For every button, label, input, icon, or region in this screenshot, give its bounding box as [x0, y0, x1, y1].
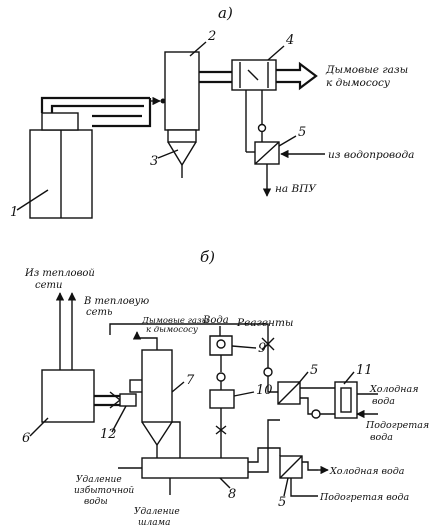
b-excess-1: Удаление — [76, 475, 122, 485]
part-a-label: а) — [218, 4, 233, 22]
b-cold-water-1: Холодная — [369, 384, 418, 395]
part-a-boiler — [29, 96, 152, 219]
part-a-num-4: 4 — [285, 33, 294, 48]
part-a-num-2: 2 — [207, 29, 216, 44]
b-num-9: 9 — [258, 341, 266, 356]
b-to-heat-1: В тепловую — [83, 296, 149, 307]
part-a-to-vpu: на ВПУ — [275, 183, 317, 195]
part-b-label: б) — [200, 248, 215, 266]
b-sludge-2: шлама — [138, 518, 170, 528]
b-num-8: 8 — [228, 487, 236, 502]
b-boiler-6 — [41, 369, 122, 423]
b-cold-water-low: Холодная вода — [329, 466, 405, 477]
b-from-heat-2: сети — [35, 280, 62, 291]
b-num-11: 11 — [356, 363, 373, 378]
part-a-exchanger — [199, 59, 318, 153]
b-num-5-lower: 5 — [278, 495, 286, 510]
b-cold-water-2: вода — [372, 396, 395, 407]
b-tank-8 — [118, 419, 281, 495]
b-from-heat-1: Из тепловой — [24, 268, 95, 279]
b-heater-5-upper — [277, 381, 335, 419]
b-heat-network-pipes — [55, 292, 77, 370]
b-heated-water-1: Подогретая — [365, 420, 429, 431]
b-num-10: 10 — [256, 383, 273, 398]
b-cyclone-7 — [119, 331, 181, 458]
part-a-cyclone — [150, 51, 200, 178]
b-heated-water-low: Подогретая вода — [319, 492, 410, 503]
b-num-6: 6 — [22, 431, 30, 446]
b-reagents: Реагенты — [236, 317, 293, 329]
b-water: Вода — [202, 315, 229, 326]
b-heater-11 — [334, 381, 378, 419]
b-num-5-upper: 5 — [310, 363, 318, 378]
b-num-7: 7 — [186, 373, 195, 388]
part-a-flue-1: Дымовые газы — [325, 64, 408, 76]
part-a-heater-5 — [254, 141, 325, 197]
b-flue-1: Дымовые газы — [141, 316, 209, 326]
part-a-num-5: 5 — [298, 125, 306, 140]
part-a-num-3: 3 — [150, 154, 158, 169]
part-a-num-1: 1 — [10, 205, 18, 220]
b-excess-2: избыточной — [74, 485, 134, 496]
b-excess-3: воды — [84, 497, 108, 507]
b-to-heat-2: сеть — [86, 307, 112, 318]
b-heated-water-2: вода — [370, 432, 393, 443]
b-return-line — [109, 323, 278, 393]
b-reagent-dosing — [209, 326, 235, 458]
b-heater-5-lower — [279, 455, 329, 497]
part-a-from-water: из водопровода — [328, 149, 414, 161]
b-sludge-1: Удаление — [134, 507, 180, 517]
part-a-flue-2: к дымососу — [326, 77, 391, 89]
b-flue-2: к дымососу — [146, 325, 198, 335]
